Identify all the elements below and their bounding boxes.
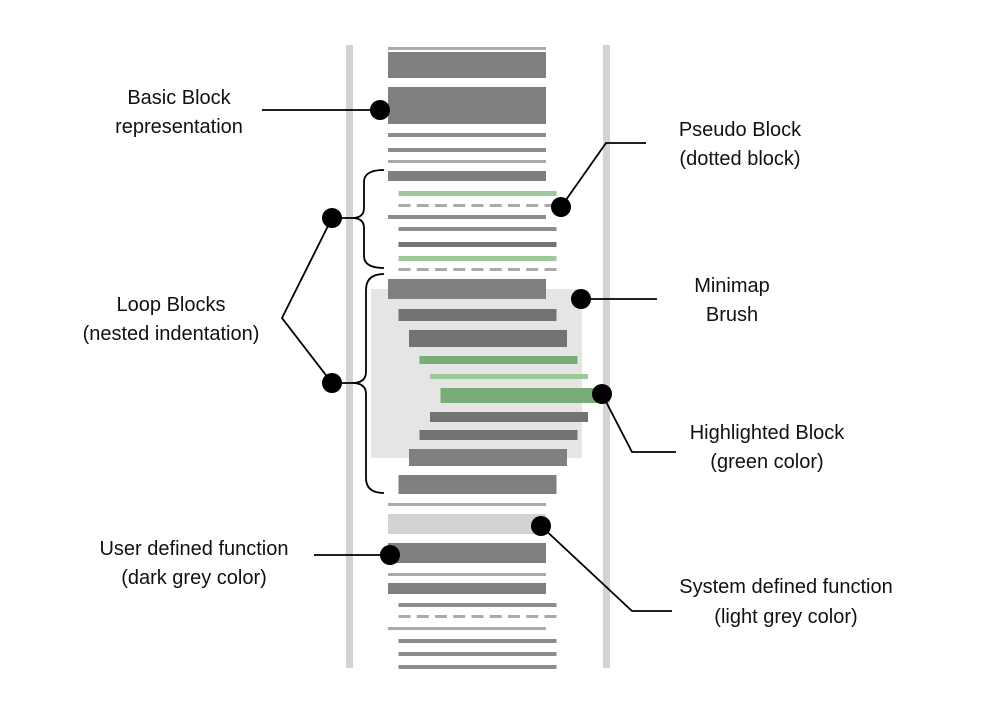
code-line[interactable]: [388, 160, 546, 163]
pseudo-block-dash: [544, 204, 557, 207]
label-user-function-1: User defined function: [99, 538, 288, 560]
code-line[interactable]: [388, 148, 546, 152]
code-block[interactable]: [419, 430, 578, 440]
code-block[interactable]: [388, 279, 546, 299]
pseudo-block-dash: [508, 268, 520, 271]
highlighted-block[interactable]: [419, 356, 578, 364]
dot-system-function: [531, 516, 551, 536]
label-basic-block-1: Basic Block: [127, 87, 231, 109]
code-line[interactable]: [398, 665, 557, 669]
dot-user-function: [380, 545, 400, 565]
pseudo-block-dash: [453, 615, 466, 618]
dot-minimap-brush: [571, 289, 591, 309]
pseudo-block-dash: [435, 204, 447, 207]
label-pseudo-block-1: Pseudo Block: [679, 119, 802, 141]
leader-loop-blocks: [280, 217, 333, 384]
pseudo-block-dash: [489, 204, 502, 207]
label-system-function-1: System defined function: [679, 576, 892, 598]
code-line[interactable]: [388, 573, 546, 576]
label-highlighted-block-2: (green color): [710, 451, 823, 473]
left-rail: [346, 45, 353, 668]
highlighted-block[interactable]: [398, 191, 557, 196]
code-line[interactable]: [398, 603, 557, 607]
pseudo-block-dash: [471, 615, 484, 618]
pseudo-block-dash: [453, 268, 466, 271]
minimap-rows: [388, 47, 599, 669]
dot-highlighted-block: [592, 384, 612, 404]
label-highlighted-block-1: Highlighted Block: [690, 422, 846, 444]
dot-loop-2: [322, 373, 342, 393]
code-block[interactable]: [388, 52, 546, 78]
pseudo-block-dash: [526, 204, 539, 207]
code-block[interactable]: [388, 87, 546, 124]
pseudo-block-dash: [544, 615, 557, 618]
code-line[interactable]: [398, 652, 557, 656]
pseudo-block-dash: [416, 615, 429, 618]
pseudo-block-dash: [489, 615, 502, 618]
code-line[interactable]: [398, 242, 557, 247]
system-function-block[interactable]: [388, 514, 546, 534]
code-line[interactable]: [388, 503, 546, 506]
loop-brace-1: [351, 169, 385, 269]
pseudo-block-dash: [471, 204, 484, 207]
dot-loop-1: [322, 208, 342, 228]
pseudo-block-dash: [508, 615, 520, 618]
pseudo-block-dash: [471, 268, 484, 271]
label-minimap-brush-2: Brush: [706, 304, 758, 326]
pseudo-block-dash: [544, 268, 557, 271]
pseudo-block-dash: [398, 268, 411, 271]
code-line[interactable]: [398, 639, 557, 643]
code-block[interactable]: [409, 449, 567, 466]
code-line[interactable]: [388, 215, 546, 219]
code-block[interactable]: [388, 583, 546, 594]
label-loop-blocks-2: (nested indentation): [83, 323, 260, 345]
pseudo-block-dash: [453, 204, 466, 207]
code-block[interactable]: [409, 330, 567, 347]
highlighted-block[interactable]: [430, 374, 588, 379]
code-line[interactable]: [388, 627, 546, 630]
code-line[interactable]: [398, 227, 557, 231]
leader-system-function: [540, 525, 672, 612]
label-pseudo-block-2: (dotted block): [679, 148, 800, 170]
pseudo-block-dash: [416, 268, 429, 271]
leader-pseudo-block: [560, 142, 646, 208]
pseudo-block-dash: [526, 268, 539, 271]
pseudo-block-dash: [416, 204, 429, 207]
label-user-function-2: (dark grey color): [121, 567, 267, 589]
pseudo-block-dash: [435, 268, 447, 271]
leader-highlighted-block: [601, 393, 676, 453]
dot-pseudo-block: [551, 197, 571, 217]
pseudo-block-dash: [526, 615, 539, 618]
dot-basic-block: [370, 100, 390, 120]
right-rail: [603, 45, 610, 668]
label-loop-blocks-1: Loop Blocks: [117, 294, 226, 316]
code-block[interactable]: [388, 171, 546, 181]
code-block[interactable]: [398, 309, 557, 321]
label-system-function-2: (light grey color): [714, 606, 857, 628]
code-line[interactable]: [388, 133, 546, 137]
pseudo-block-dash: [398, 204, 411, 207]
code-block[interactable]: [398, 475, 557, 494]
pseudo-block-dash: [398, 615, 411, 618]
code-line[interactable]: [388, 47, 546, 50]
pseudo-block-dash: [489, 268, 502, 271]
label-basic-block-2: representation: [115, 116, 243, 138]
highlighted-block[interactable]: [440, 388, 599, 403]
pseudo-block-dash: [508, 204, 520, 207]
highlighted-block[interactable]: [398, 256, 557, 261]
user-function-block[interactable]: [388, 543, 546, 563]
code-block[interactable]: [430, 412, 588, 422]
pseudo-block-dash: [435, 615, 447, 618]
label-minimap-brush-1: Minimap: [694, 275, 770, 297]
